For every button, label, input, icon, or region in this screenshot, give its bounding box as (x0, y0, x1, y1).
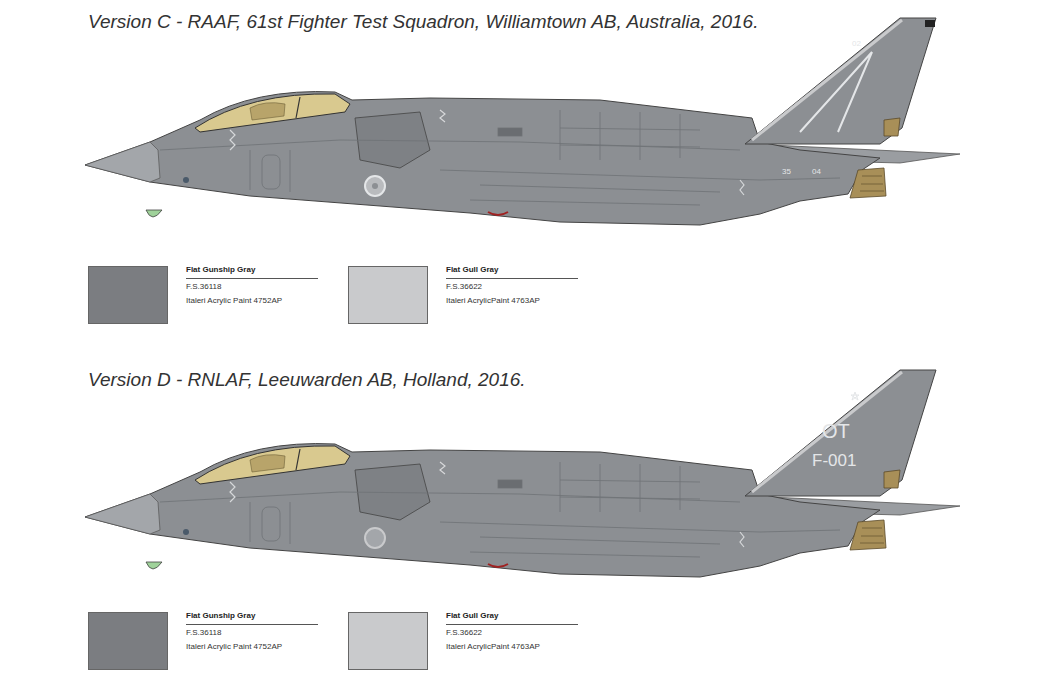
underline-rule (446, 278, 578, 279)
fs-number: F.S.36118 (186, 629, 221, 638)
fs-number: F.S.36622 (446, 629, 482, 638)
paint-code: Italeri AcrylicPaint 4763AP (446, 643, 540, 652)
underline-rule (186, 624, 318, 625)
color-swatch (348, 612, 428, 670)
fs-number: F.S.36118 (186, 283, 221, 292)
color-swatch (348, 266, 428, 324)
paint-name: Flat Gunship Gray (186, 266, 255, 275)
underline-rule (446, 624, 578, 625)
paint-name: Flat Gull Gray (446, 266, 498, 275)
color-swatch (88, 612, 168, 670)
paint-code: Italeri AcrylicPaint 4763AP (446, 297, 540, 306)
version-heading: Version C - RAAF, 61st Fighter Test Squa… (88, 12, 758, 33)
paint-code: Italeri Acrylic Paint 4752AP (186, 297, 282, 306)
paint-name: Flat Gull Gray (446, 612, 498, 621)
version-heading: Version D - RNLAF, Leeuwarden AB, Hollan… (88, 370, 526, 391)
serial-marking: 04 (812, 168, 821, 177)
underline-rule (186, 278, 318, 279)
serial-marking: 35 (782, 168, 791, 177)
tail-number: 02 (852, 40, 861, 49)
paint-name: Flat Gunship Gray (186, 612, 255, 621)
tail-code: OT (822, 420, 850, 442)
fs-number: F.S.36622 (446, 283, 482, 292)
serial-number: F-001 (812, 452, 856, 471)
color-swatch (88, 266, 168, 324)
paint-code: Italeri Acrylic Paint 4752AP (186, 643, 282, 652)
